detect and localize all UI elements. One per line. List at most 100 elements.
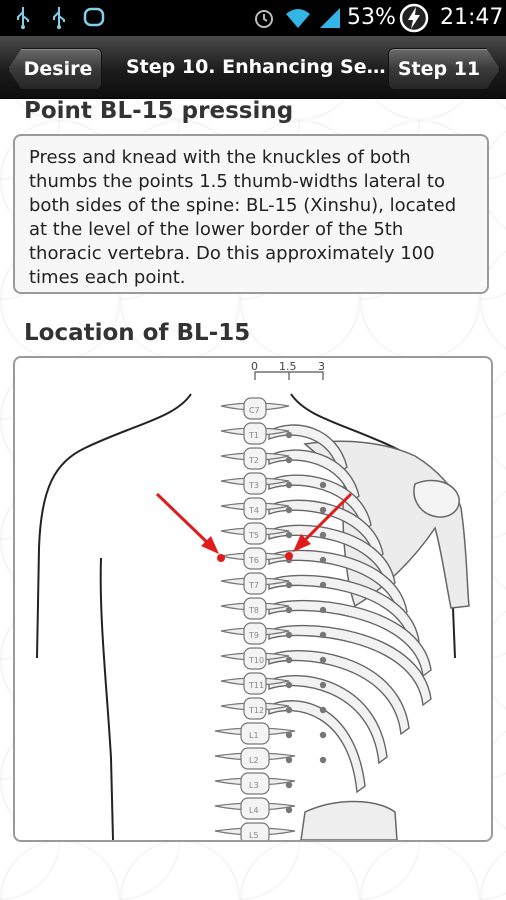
acupoint-dot (285, 756, 293, 764)
vertebra-t11: T11 (220, 672, 290, 695)
instruction-card: Press and knead with the knuckles of bot… (13, 134, 489, 294)
title-bar: Desire Step 10. Enhancing Sex... Step 11 (0, 36, 506, 99)
vertebra-label-l2: L2 (249, 756, 259, 765)
rib-cage (268, 424, 432, 794)
instruction-text: Press and knead with the knuckles of bot… (29, 147, 457, 288)
acupoint-dot (319, 681, 327, 689)
pelvis (300, 800, 398, 840)
vertebra-t4: T4 (220, 497, 290, 520)
vertebra-t7: T7 (220, 572, 290, 595)
acupoint-dot (285, 656, 293, 664)
acupoint-dot (285, 481, 293, 489)
acupoint-dot (319, 731, 327, 739)
status-bar: 53% 21:47 (0, 0, 506, 36)
acupoint-dot (319, 656, 327, 664)
alarm-icon (255, 10, 273, 28)
vertebra-label-t2: T2 (248, 456, 259, 465)
usb-icon (53, 7, 65, 29)
body-outline (36, 393, 192, 659)
acupoint-dot (319, 606, 327, 614)
acupoint-dot (285, 456, 293, 464)
vertebra-label-t10: T10 (248, 656, 264, 665)
acupoint-dot (285, 506, 293, 514)
vertebra-t8: T8 (220, 597, 290, 620)
vertebra-label-t4: T4 (248, 506, 259, 515)
acupoint-dot (319, 481, 327, 489)
rib (268, 700, 366, 794)
acupoint-dots (285, 431, 327, 814)
battery-percentage: 53% (347, 5, 396, 30)
page-title: Step 10. Enhancing Sex... (126, 56, 386, 78)
vertebra-label-c7: C7 (249, 406, 260, 415)
vertebra-label-t8: T8 (248, 606, 259, 615)
acupoint-dot (285, 806, 293, 814)
bl15-left-point (217, 554, 225, 562)
vertebra-label-t12: T12 (248, 706, 264, 715)
bl15-left-marker (155, 492, 225, 562)
scale-label-1-5: 1.5 (279, 360, 297, 373)
vertebra-label-t6: T6 (248, 556, 259, 565)
back-button[interactable]: Desire (8, 48, 102, 90)
acupoint-dot (285, 631, 293, 639)
wifi-icon (286, 9, 310, 28)
acupoint-dot (319, 756, 327, 764)
vertebra-t5: T5 (220, 522, 290, 545)
vertebra-label-t1: T1 (248, 431, 259, 440)
vertebra-label-t5: T5 (248, 531, 259, 540)
vertebra-t12: T12 (220, 697, 290, 720)
vertebra-label-l4: L4 (249, 806, 259, 815)
status-clock: 21:47 (440, 5, 504, 30)
rib (268, 675, 388, 765)
acupoint-dot (285, 781, 293, 789)
section-heading-location: Location of BL-15 (24, 320, 251, 346)
vertebra-t10: T10 (220, 647, 290, 670)
bl15-right-point (285, 552, 293, 560)
acupoint-dot (285, 706, 293, 714)
vertebra-t1: T1 (220, 422, 290, 445)
vertebra-label-t11: T11 (248, 681, 264, 690)
acupoint-dot (319, 531, 327, 539)
rib (268, 650, 410, 736)
rib (268, 624, 432, 707)
acupoint-dot (285, 531, 293, 539)
vertebra-label-t7: T7 (248, 581, 259, 590)
vertebra-l1: L1 (214, 722, 296, 745)
vertebra-l5: L5 (214, 822, 296, 840)
vertebra-label-t9: T9 (248, 631, 259, 640)
vertebra-t9: T9 (220, 622, 290, 645)
vertebra-t6: T6 (220, 547, 290, 570)
scale-bar (254, 371, 324, 380)
scale-label-3: 3 (318, 360, 325, 373)
message-bubble-icon (83, 7, 105, 27)
bl15-right-marker (285, 492, 353, 560)
signal-icon (320, 8, 340, 28)
acupoint-dot (319, 631, 327, 639)
acupoint-dot (285, 581, 293, 589)
usb-icon (17, 7, 29, 29)
vertebra-c7: C7 (220, 397, 290, 420)
acupoint-dot (319, 556, 327, 564)
vertebra-label-l1: L1 (249, 731, 259, 740)
acupoint-dot (285, 681, 293, 689)
vertebra-l3: L3 (214, 772, 296, 795)
acupoint-dot (319, 506, 327, 514)
back-anatomy-illustration: 0 1.5 3 C7T1T2T3T4T5T6T7T8T9T10T11T12L1L… (36, 360, 470, 840)
vertebra-t2: T2 (220, 447, 290, 470)
acupoint-dot (319, 581, 327, 589)
next-step-button[interactable]: Step 11 (388, 48, 500, 90)
vertebra-label-t3: T3 (248, 481, 259, 490)
vertebra-label-l5: L5 (249, 831, 259, 840)
acupoint-dot (285, 431, 293, 439)
scale-label-0: 0 (251, 360, 258, 373)
vertebra-label-l3: L3 (249, 781, 259, 790)
vertebra-l2: L2 (214, 747, 296, 770)
section-heading-pressing: Point BL-15 pressing (24, 98, 294, 124)
acupoint-dot (285, 731, 293, 739)
acupoint-dot (319, 706, 327, 714)
vertebra-t3: T3 (220, 472, 290, 495)
acupoint-dot (285, 606, 293, 614)
battery-charging-icon (399, 3, 429, 33)
vertebra-l4: L4 (214, 797, 296, 820)
